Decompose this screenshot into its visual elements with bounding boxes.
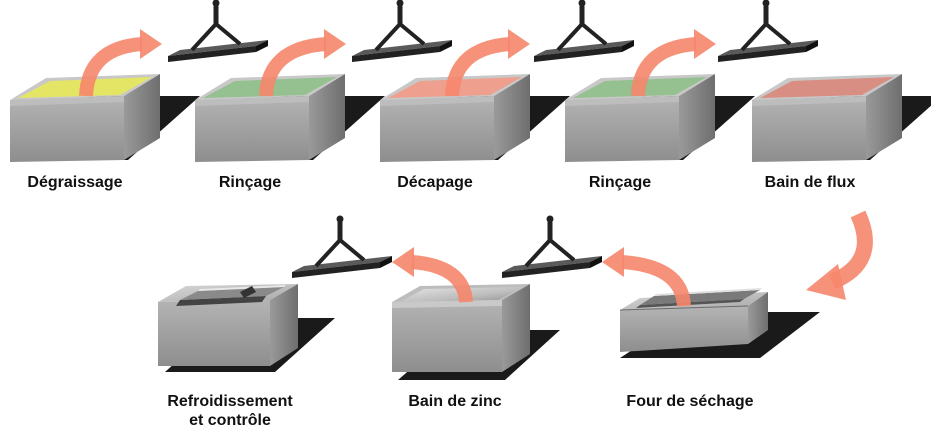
label-line-1: Refroidissement	[167, 393, 293, 410]
pickling-tank	[380, 74, 570, 162]
hanger-hook-1	[168, 0, 268, 62]
step-label-rincage-2: Rinçage	[588, 174, 652, 191]
step-label-four-de-sechage: Four de séchage	[626, 393, 754, 410]
flux-bath-tank	[752, 74, 931, 162]
transfer-arrow-1	[79, 29, 162, 97]
cooling-tank	[158, 284, 335, 372]
step-label-rincage-1: Rinçage	[218, 174, 282, 191]
rinse-tank-2	[565, 74, 755, 162]
hanger-hook-3	[534, 0, 634, 62]
transfer-arrow-6	[392, 247, 473, 303]
transfer-arrow-4	[631, 29, 716, 97]
transfer-arrow-5	[602, 247, 691, 307]
transfer-arrow-3	[445, 29, 530, 97]
step-label-degraissage: Dégraissage	[27, 174, 123, 191]
transfer-arrow-flux-to-oven	[806, 210, 873, 300]
step-label-decapage: Décapage	[397, 174, 473, 191]
hanger-hook-4	[718, 0, 818, 62]
degreasing-tank	[10, 74, 200, 162]
zinc-bath	[392, 284, 560, 380]
liquid	[760, 77, 894, 98]
hanger-hook-2	[352, 0, 452, 62]
rinse-tank-1	[195, 74, 385, 162]
step-label-bain-de-zinc: Bain de zinc	[408, 393, 502, 410]
step-label-bain-de-flux: Bain de flux	[764, 174, 856, 191]
drying-oven	[619, 288, 820, 358]
hanger-hook-5	[502, 215, 602, 278]
transfer-arrow-2	[259, 29, 346, 97]
step-label-refroidissement: Refroidissement et contrôle	[140, 392, 320, 430]
label-line-2: et contrôle	[189, 412, 271, 429]
hanger-hook-6	[292, 215, 392, 278]
